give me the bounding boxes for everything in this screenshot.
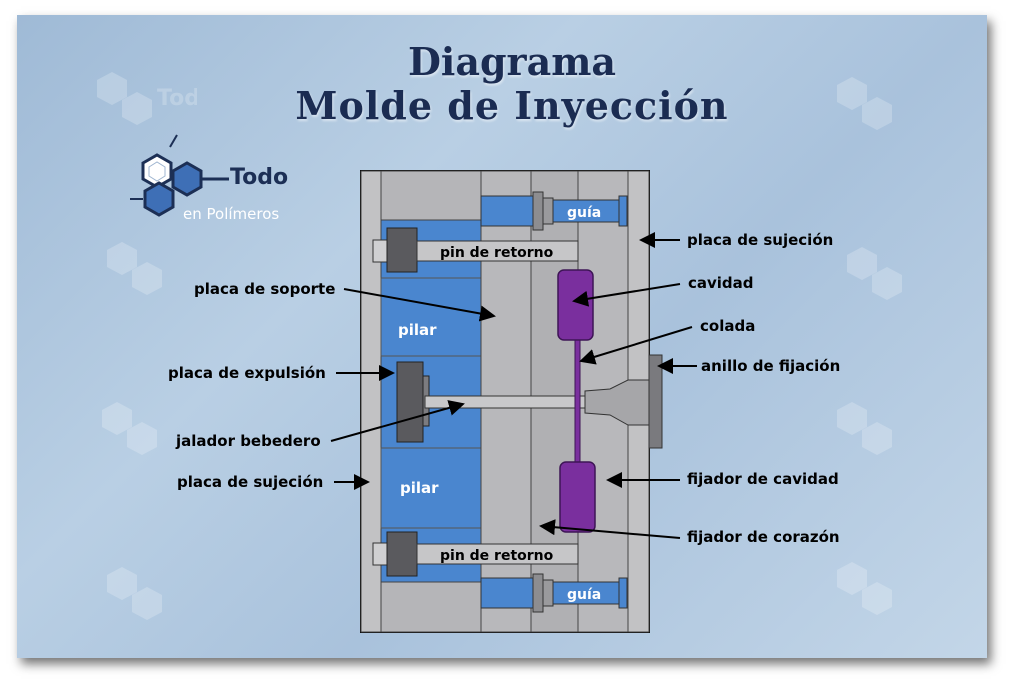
cavity-top	[557, 269, 594, 341]
cavity-bottom	[559, 461, 596, 533]
part-label-guia-top: guía	[567, 205, 601, 221]
watermark-logo	[807, 560, 937, 630]
label-fijador-corazon: fijador de corazón	[687, 528, 840, 546]
return-pin-head-bottom	[386, 531, 418, 577]
watermark-logo	[817, 245, 947, 315]
return-pin-head-top	[386, 227, 418, 273]
guide-bushing-top	[480, 195, 534, 227]
top-plate-segment	[380, 170, 482, 221]
logo-word-todo: Todo	[230, 165, 289, 190]
label-placa-sujecion-left: placa de sujeción	[177, 473, 324, 491]
watermark-logo	[807, 75, 937, 145]
label-placa-sujecion-right: placa de sujeción	[687, 231, 834, 249]
logo-word-polimeros: en Polímeros	[183, 205, 280, 223]
arrow-placa-soporte	[343, 288, 496, 322]
arrow-colada	[579, 326, 693, 365]
arrow-jalador	[330, 400, 465, 442]
part-label-pilar-bottom: pilar	[400, 479, 439, 497]
arrow-fijador-corazon	[539, 519, 681, 539]
label-fijador-cavidad: fijador de cavidad	[687, 470, 839, 488]
brand-logo: Todo en Polímeros	[125, 133, 305, 228]
label-placa-soporte: placa de soporte	[194, 280, 336, 298]
return-pin-bottom	[416, 543, 579, 565]
bottom-plate-segment	[380, 581, 482, 633]
label-colada: colada	[700, 317, 756, 335]
page-title: Diagrama Molde de Inyección	[0, 40, 1024, 128]
watermark-logo	[77, 565, 207, 635]
label-cavidad: cavidad	[688, 274, 754, 292]
watermark-logo	[77, 240, 207, 310]
title-line-1: Diagrama	[407, 39, 617, 84]
label-placa-expulsion: placa de expulsión	[168, 364, 326, 382]
label-anillo-fijacion: anillo de fijación	[701, 357, 841, 375]
guide-bushing-bottom	[480, 577, 534, 609]
part-label-pin-top: pin de retorno	[440, 245, 554, 261]
part-label-pilar-top: pilar	[398, 321, 437, 339]
return-pin-top	[416, 240, 579, 262]
part-label-pin-bottom: pin de retorno	[440, 548, 554, 564]
label-jalador-bebedero: jalador bebedero	[176, 432, 321, 450]
ejector-plate	[396, 361, 424, 443]
pilar-block-top	[380, 277, 482, 357]
hexagon-logo-icon	[130, 134, 229, 217]
watermark-logo	[72, 400, 202, 470]
part-label-guia-bottom: guía	[567, 587, 601, 603]
arrow-cavidad	[572, 283, 681, 307]
title-line-2: Molde de Inyección	[295, 83, 729, 128]
watermark-logo	[807, 400, 937, 470]
pilar-block-bottom	[380, 447, 482, 529]
